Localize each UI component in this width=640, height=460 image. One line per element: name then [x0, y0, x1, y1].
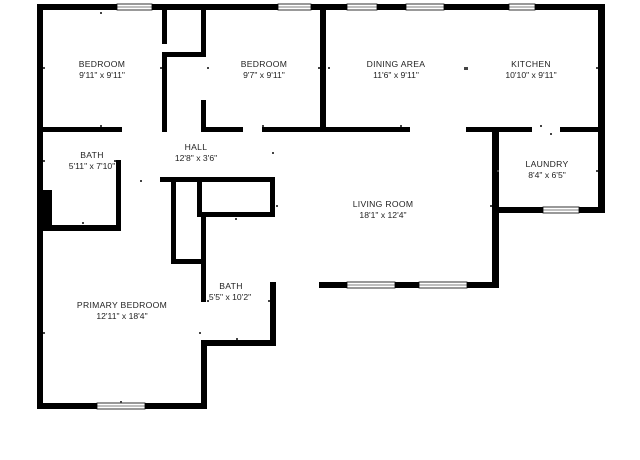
- room-label-bedroom-1: BEDROOM 9'11" x 9'11": [79, 59, 126, 80]
- wall: [171, 177, 176, 264]
- room-dimensions: 18'1" x 12'4": [359, 210, 406, 220]
- room-label-bath-2: BATH 5'5" x 10'2": [209, 281, 251, 302]
- room-dimensions: 5'11" x 7'10": [69, 161, 116, 171]
- room-dimensions: 10'10" x 9'11": [505, 70, 556, 80]
- room-name: PRIMARY BEDROOM: [77, 300, 167, 310]
- wall: [116, 160, 121, 230]
- room-name: LAUNDRY: [525, 159, 568, 169]
- wall: [203, 127, 243, 132]
- wall: [270, 177, 275, 217]
- room-label-kitchen: KITCHEN 10'10" x 9'11": [505, 59, 556, 80]
- wall: [162, 4, 167, 44]
- room-name: LIVING ROOM: [353, 199, 414, 209]
- wall: [162, 52, 206, 57]
- window: [405, 3, 445, 11]
- wall: [201, 212, 206, 302]
- room-label-bath-1: BATH 5'11" x 7'10": [69, 150, 116, 171]
- wall: [171, 259, 206, 264]
- room-name: HALL: [185, 142, 208, 152]
- room-dimensions: 5'5" x 10'2": [209, 292, 251, 302]
- window: [346, 3, 378, 11]
- wall: [37, 225, 121, 231]
- room-dimensions: 8'4" x 6'5": [528, 170, 566, 180]
- room-label-dining-area: DINING AREA 11'6" x 9'11": [367, 59, 426, 80]
- room-dimensions: 11'6" x 9'11": [373, 70, 419, 80]
- room-name: BEDROOM: [79, 59, 126, 69]
- room-name: BATH: [219, 281, 242, 291]
- room-label-hall: HALL 12'8" x 3'6": [175, 142, 217, 163]
- window: [116, 3, 153, 11]
- room-dimensions: 12'8" x 3'6": [175, 153, 217, 163]
- wall: [320, 4, 326, 132]
- room-dimensions: 12'11" x 18'4": [96, 311, 147, 321]
- room-label-bedroom-2: BEDROOM 9'7" x 9'11": [241, 59, 288, 80]
- windows: [96, 3, 580, 410]
- room-label-living-room: LIVING ROOM 18'1" x 12'4": [353, 199, 414, 220]
- window: [346, 281, 396, 289]
- wall: [270, 282, 276, 346]
- wall: [560, 127, 605, 132]
- wall: [197, 177, 202, 217]
- wall: [201, 4, 206, 57]
- window: [277, 3, 312, 11]
- wall: [319, 282, 499, 288]
- wall: [160, 177, 275, 182]
- room-name: BEDROOM: [241, 59, 288, 69]
- wall: [201, 100, 206, 132]
- wall: [37, 127, 122, 132]
- window: [96, 402, 146, 410]
- wall: [262, 127, 410, 132]
- window: [418, 281, 468, 289]
- wall: [201, 340, 207, 409]
- room-label-laundry: LAUNDRY 8'4" x 6'5": [525, 159, 568, 180]
- wall: [598, 4, 605, 213]
- window: [508, 3, 536, 11]
- room-name: KITCHEN: [511, 59, 551, 69]
- room-label-primary-bedroom: PRIMARY BEDROOM 12'11" x 18'4": [77, 300, 167, 321]
- room-dimensions: 9'7" x 9'11": [243, 70, 285, 80]
- wall: [162, 52, 167, 132]
- wall: [201, 340, 276, 346]
- wall: [197, 212, 275, 217]
- room-name: DINING AREA: [367, 59, 426, 69]
- wall: [466, 127, 532, 132]
- dimension-ticks: [43, 12, 598, 403]
- window: [542, 206, 580, 214]
- room-name: BATH: [80, 150, 103, 160]
- wall: [40, 190, 52, 228]
- room-dimensions: 9'11" x 9'11": [79, 70, 125, 80]
